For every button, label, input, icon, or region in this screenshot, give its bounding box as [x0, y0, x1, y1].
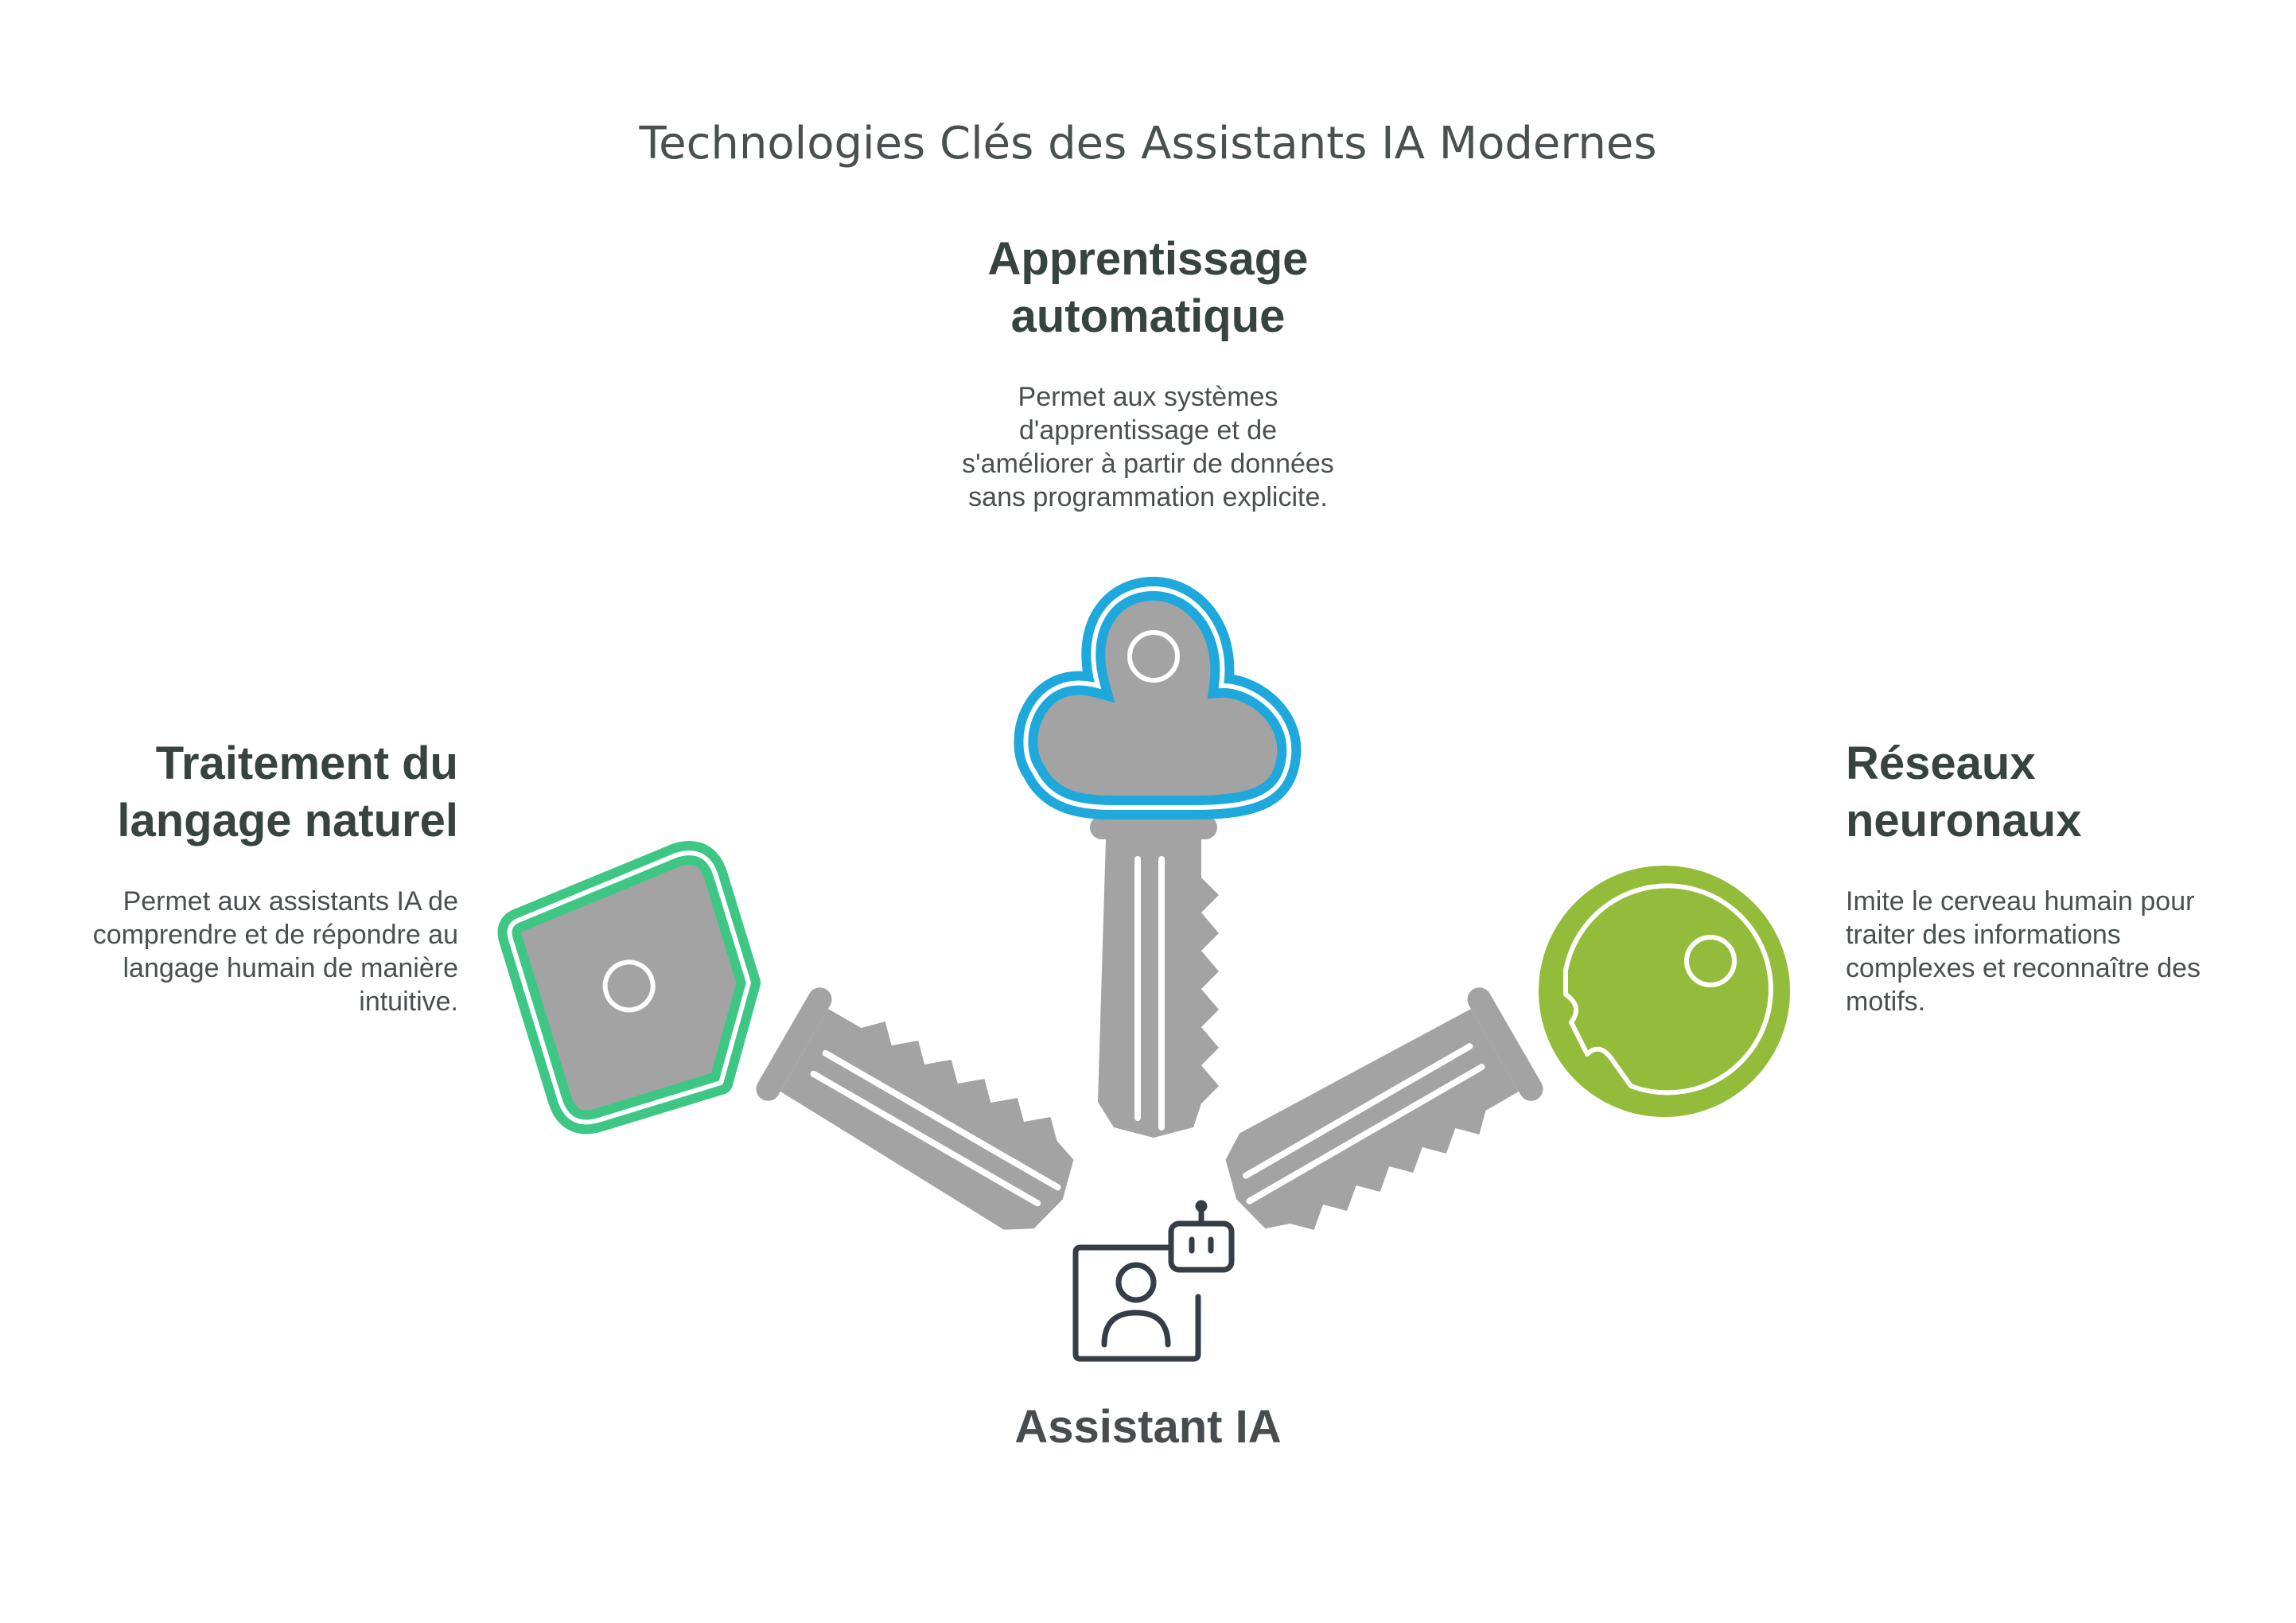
right-desc-line: traiter des informations: [1846, 920, 2121, 950]
right-key-head-inner: [1563, 883, 1773, 1096]
right-key-heading-line2: neuronaux: [1846, 795, 2082, 847]
top-key-heading-line1: Apprentissage: [987, 233, 1309, 285]
cloud-key-icon: [1014, 576, 1302, 1138]
diagram-title: Technologies Clés des Assistants IA Mode…: [639, 118, 1657, 169]
top-key-hole: [1127, 630, 1180, 683]
top-key-description: Permet aux systèmes d'apprentissage et d…: [830, 380, 1466, 514]
top-key-heading: Apprentissage automatique: [830, 231, 1466, 345]
top-desc-line: s'améliorer à partir de données: [962, 449, 1334, 479]
top-key-heading-line2: automatique: [1010, 290, 1286, 342]
top-key-cloud-inner: [1023, 586, 1292, 810]
top-desc-line: Permet aux systèmes: [1018, 382, 1278, 412]
top-key-shaft: [1090, 815, 1219, 1138]
right-key-description: Imite le cerveau humain pour traiter des…: [1846, 885, 2275, 1018]
left-desc-line: Permet aux assistants IA de: [123, 886, 458, 917]
left-desc-line: langage humain de manière: [123, 953, 458, 983]
right-desc-line: complexes et reconnaître des: [1846, 953, 2201, 983]
left-key-heading: Traitement du langage naturel: [48, 735, 458, 850]
right-key-heading-line1: Réseaux: [1846, 738, 2036, 789]
right-key-heading: Réseaux neuronaux: [1846, 735, 2275, 850]
left-key-head: [497, 841, 761, 1135]
right-key-hole: [1684, 935, 1737, 987]
left-key-heading-line1: Traitement du: [155, 738, 458, 789]
right-key-shaft: [1204, 983, 1548, 1256]
center-label: Assistant IA: [1014, 1401, 1282, 1453]
top-desc-line: sans programmation explicite.: [968, 482, 1328, 512]
left-key-shaft: [752, 982, 1095, 1255]
left-key-heading-line2: langage naturel: [117, 795, 458, 847]
ai-assistant-icon: [1072, 1200, 1235, 1362]
pentagon-key-icon: [497, 841, 1095, 1255]
round-key-icon: [1204, 866, 1790, 1256]
left-key-description: Permet aux assistants IA de comprendre e…: [48, 885, 458, 1018]
right-key-head: [1539, 866, 1790, 1117]
right-desc-line: Imite le cerveau humain pour: [1846, 886, 2195, 917]
top-key-cloud-outline: [1014, 576, 1302, 819]
left-desc-line: intuitive.: [359, 987, 458, 1017]
right-desc-line: motifs.: [1846, 987, 1926, 1017]
left-desc-line: comprendre et de répondre au: [92, 920, 458, 950]
top-desc-line: d'apprentissage et de: [1018, 415, 1278, 446]
